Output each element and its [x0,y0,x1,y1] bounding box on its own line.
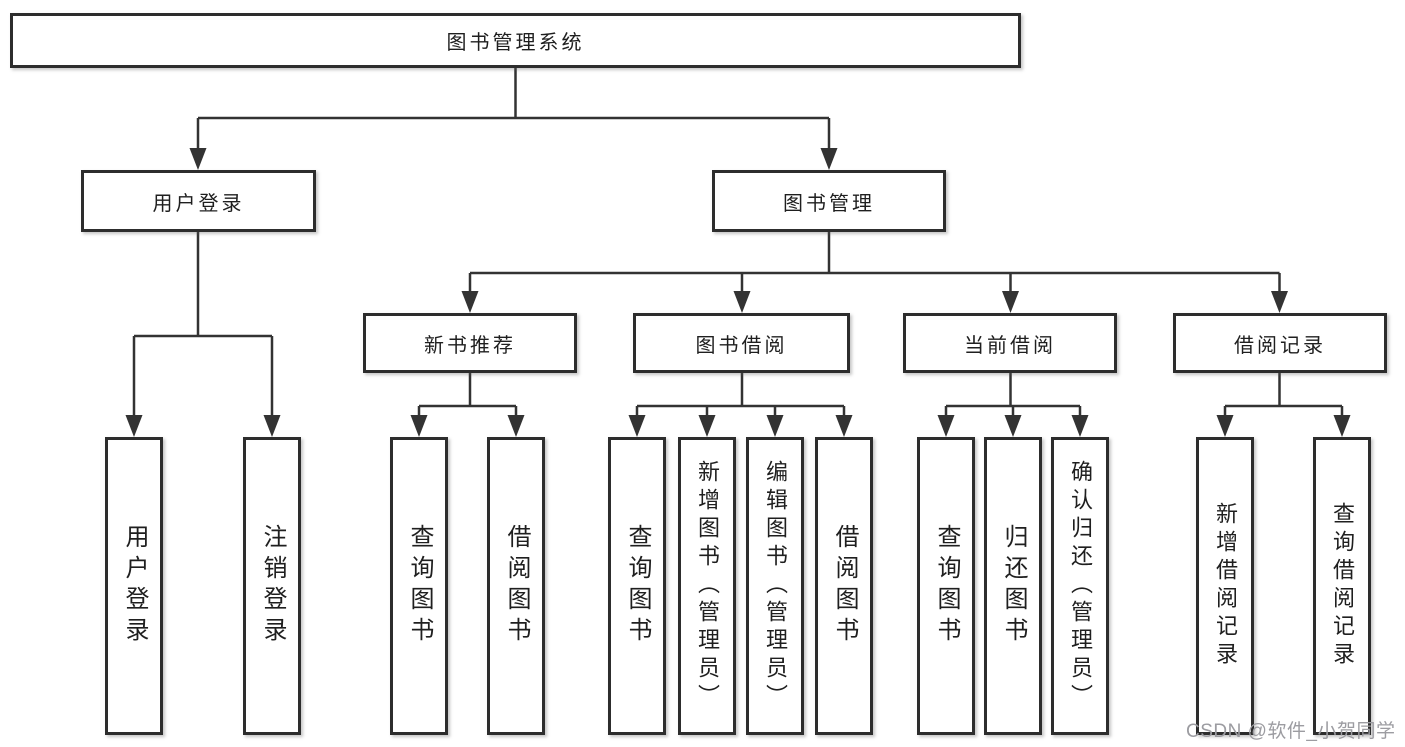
node-borrow-record-label: 借阅记录 [1234,334,1326,357]
leaf-borrow-book-2: 借阅图书 [815,437,873,735]
node-book-management: 图书管理 [712,170,946,232]
leaf-query-book-3-label: 查询图书 [933,524,960,648]
leaf-add-borrow-record: 新增借阅记录 [1196,437,1254,735]
leaf-add-book-admin-label: 新增图书（管理员） [695,460,720,712]
leaf-query-book-3: 查询图书 [917,437,975,735]
connector-paths [132,68,1344,419]
csdn-watermark: CSDN @软件_小贺同学 [1186,721,1396,742]
leaf-edit-book-admin-label: 编辑图书（管理员） [763,460,788,712]
node-new-book-recommend: 新书推荐 [363,313,577,373]
leaf-query-book-1: 查询图书 [390,437,448,735]
node-root: 图书管理系统 [10,13,1021,68]
node-user-login-label: 用户登录 [152,192,245,215]
node-current-borrow: 当前借阅 [903,313,1117,373]
leaf-edit-book-admin: 编辑图书（管理员） [746,437,804,735]
leaf-logout-label: 注销登录 [259,524,286,648]
arrowheads [125,148,1351,437]
leaf-confirm-return-admin: 确认归还（管理员） [1051,437,1109,735]
leaf-query-book-2-label: 查询图书 [624,524,651,648]
node-borrow-record: 借阅记录 [1173,313,1387,373]
leaf-user-login-label: 用户登录 [121,524,148,648]
leaf-confirm-return-admin-label: 确认归还（管理员） [1068,460,1093,712]
leaf-borrow-book-2-label: 借阅图书 [831,524,858,648]
node-root-label: 图书管理系统 [446,32,585,54]
leaf-logout: 注销登录 [243,437,301,735]
node-book-borrow: 图书借阅 [633,313,850,373]
leaf-add-book-admin: 新增图书（管理员） [678,437,736,735]
leaf-add-borrow-record-label: 新增借阅记录 [1213,502,1238,670]
leaf-borrow-book-1-label: 借阅图书 [503,524,530,648]
leaf-query-borrow-record: 查询借阅记录 [1313,437,1371,735]
node-book-management-label: 图书管理 [783,192,875,215]
leaf-return-book-label: 归还图书 [1000,524,1027,648]
leaf-query-book-2: 查询图书 [608,437,666,735]
leaf-query-borrow-record-label: 查询借阅记录 [1330,502,1355,670]
leaf-user-login: 用户登录 [105,437,163,735]
leaf-borrow-book-1: 借阅图书 [487,437,545,735]
leaf-return-book: 归还图书 [984,437,1042,735]
node-book-borrow-label: 图书借阅 [695,334,788,357]
leaf-query-book-1-label: 查询图书 [406,524,433,648]
node-current-borrow-label: 当前借阅 [964,334,1056,357]
node-new-book-recommend-label: 新书推荐 [424,334,516,357]
node-user-login: 用户登录 [81,170,316,232]
